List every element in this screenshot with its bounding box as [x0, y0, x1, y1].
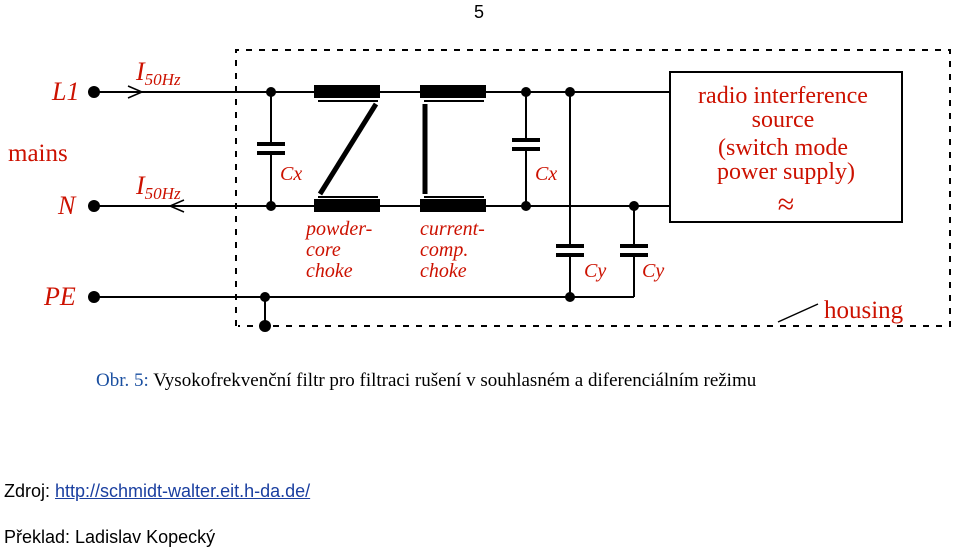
cy-capacitor-right: [620, 206, 648, 297]
l1-current-label: I50Hz: [135, 57, 181, 89]
cy-capacitor-left: [556, 92, 584, 297]
figure-caption: Obr. 5: Vysokofrekvenční filtr pro filtr…: [96, 370, 756, 392]
cx-capacitor-right: [512, 92, 540, 206]
cx-label-left: Cx: [280, 163, 302, 185]
mains-label: mains: [8, 140, 68, 167]
powder-choke-label: powder- core choke: [304, 218, 377, 282]
page-number: 5: [474, 2, 485, 22]
current-comp-choke: [420, 85, 486, 212]
pe-label: PE: [43, 282, 76, 311]
housing-leader: [777, 303, 819, 323]
translator-credit: Překlad: Ladislav Kopecký: [4, 527, 216, 547]
source-box-text: radio interference source (switch mode p…: [698, 83, 874, 185]
n-current-label: I50Hz: [135, 171, 181, 203]
pe-terminal: [88, 291, 100, 303]
emi-filter-circuit-diagram: L1 N PE mains I50Hz I50Hz Cx Cx Cy Cy po…: [8, 49, 951, 332]
housing-border: [235, 49, 951, 327]
source-line: Zdroj: http://schmidt-walter.eit.h-da.de…: [4, 481, 310, 502]
powder-core-choke: [314, 85, 380, 212]
source-link[interactable]: http://schmidt-walter.eit.h-da.de/: [55, 481, 311, 501]
junction-dot: [260, 292, 270, 302]
interference-source-box: [669, 71, 903, 223]
cx-label-right: Cx: [535, 163, 557, 185]
current-choke-label: current- comp. choke: [420, 218, 490, 282]
source-label: Zdroj:: [4, 481, 56, 501]
cy-label-left: Cy: [584, 260, 606, 282]
caption-text: Vysokofrekvenční filtr pro filtraci ruše…: [148, 370, 757, 391]
n-terminal: [88, 200, 100, 212]
l1-label: L1: [51, 77, 79, 106]
arrow-left-icon: [168, 199, 185, 213]
approx-symbol: ≈: [778, 188, 794, 221]
junction-dot: [259, 320, 271, 332]
n-label: N: [57, 191, 77, 220]
housing-label: housing: [824, 297, 904, 324]
l1-terminal: [88, 86, 100, 98]
cy-label-right: Cy: [642, 260, 664, 282]
cx-capacitor-left: [257, 92, 285, 206]
caption-prefix: Obr. 5:: [96, 370, 149, 391]
